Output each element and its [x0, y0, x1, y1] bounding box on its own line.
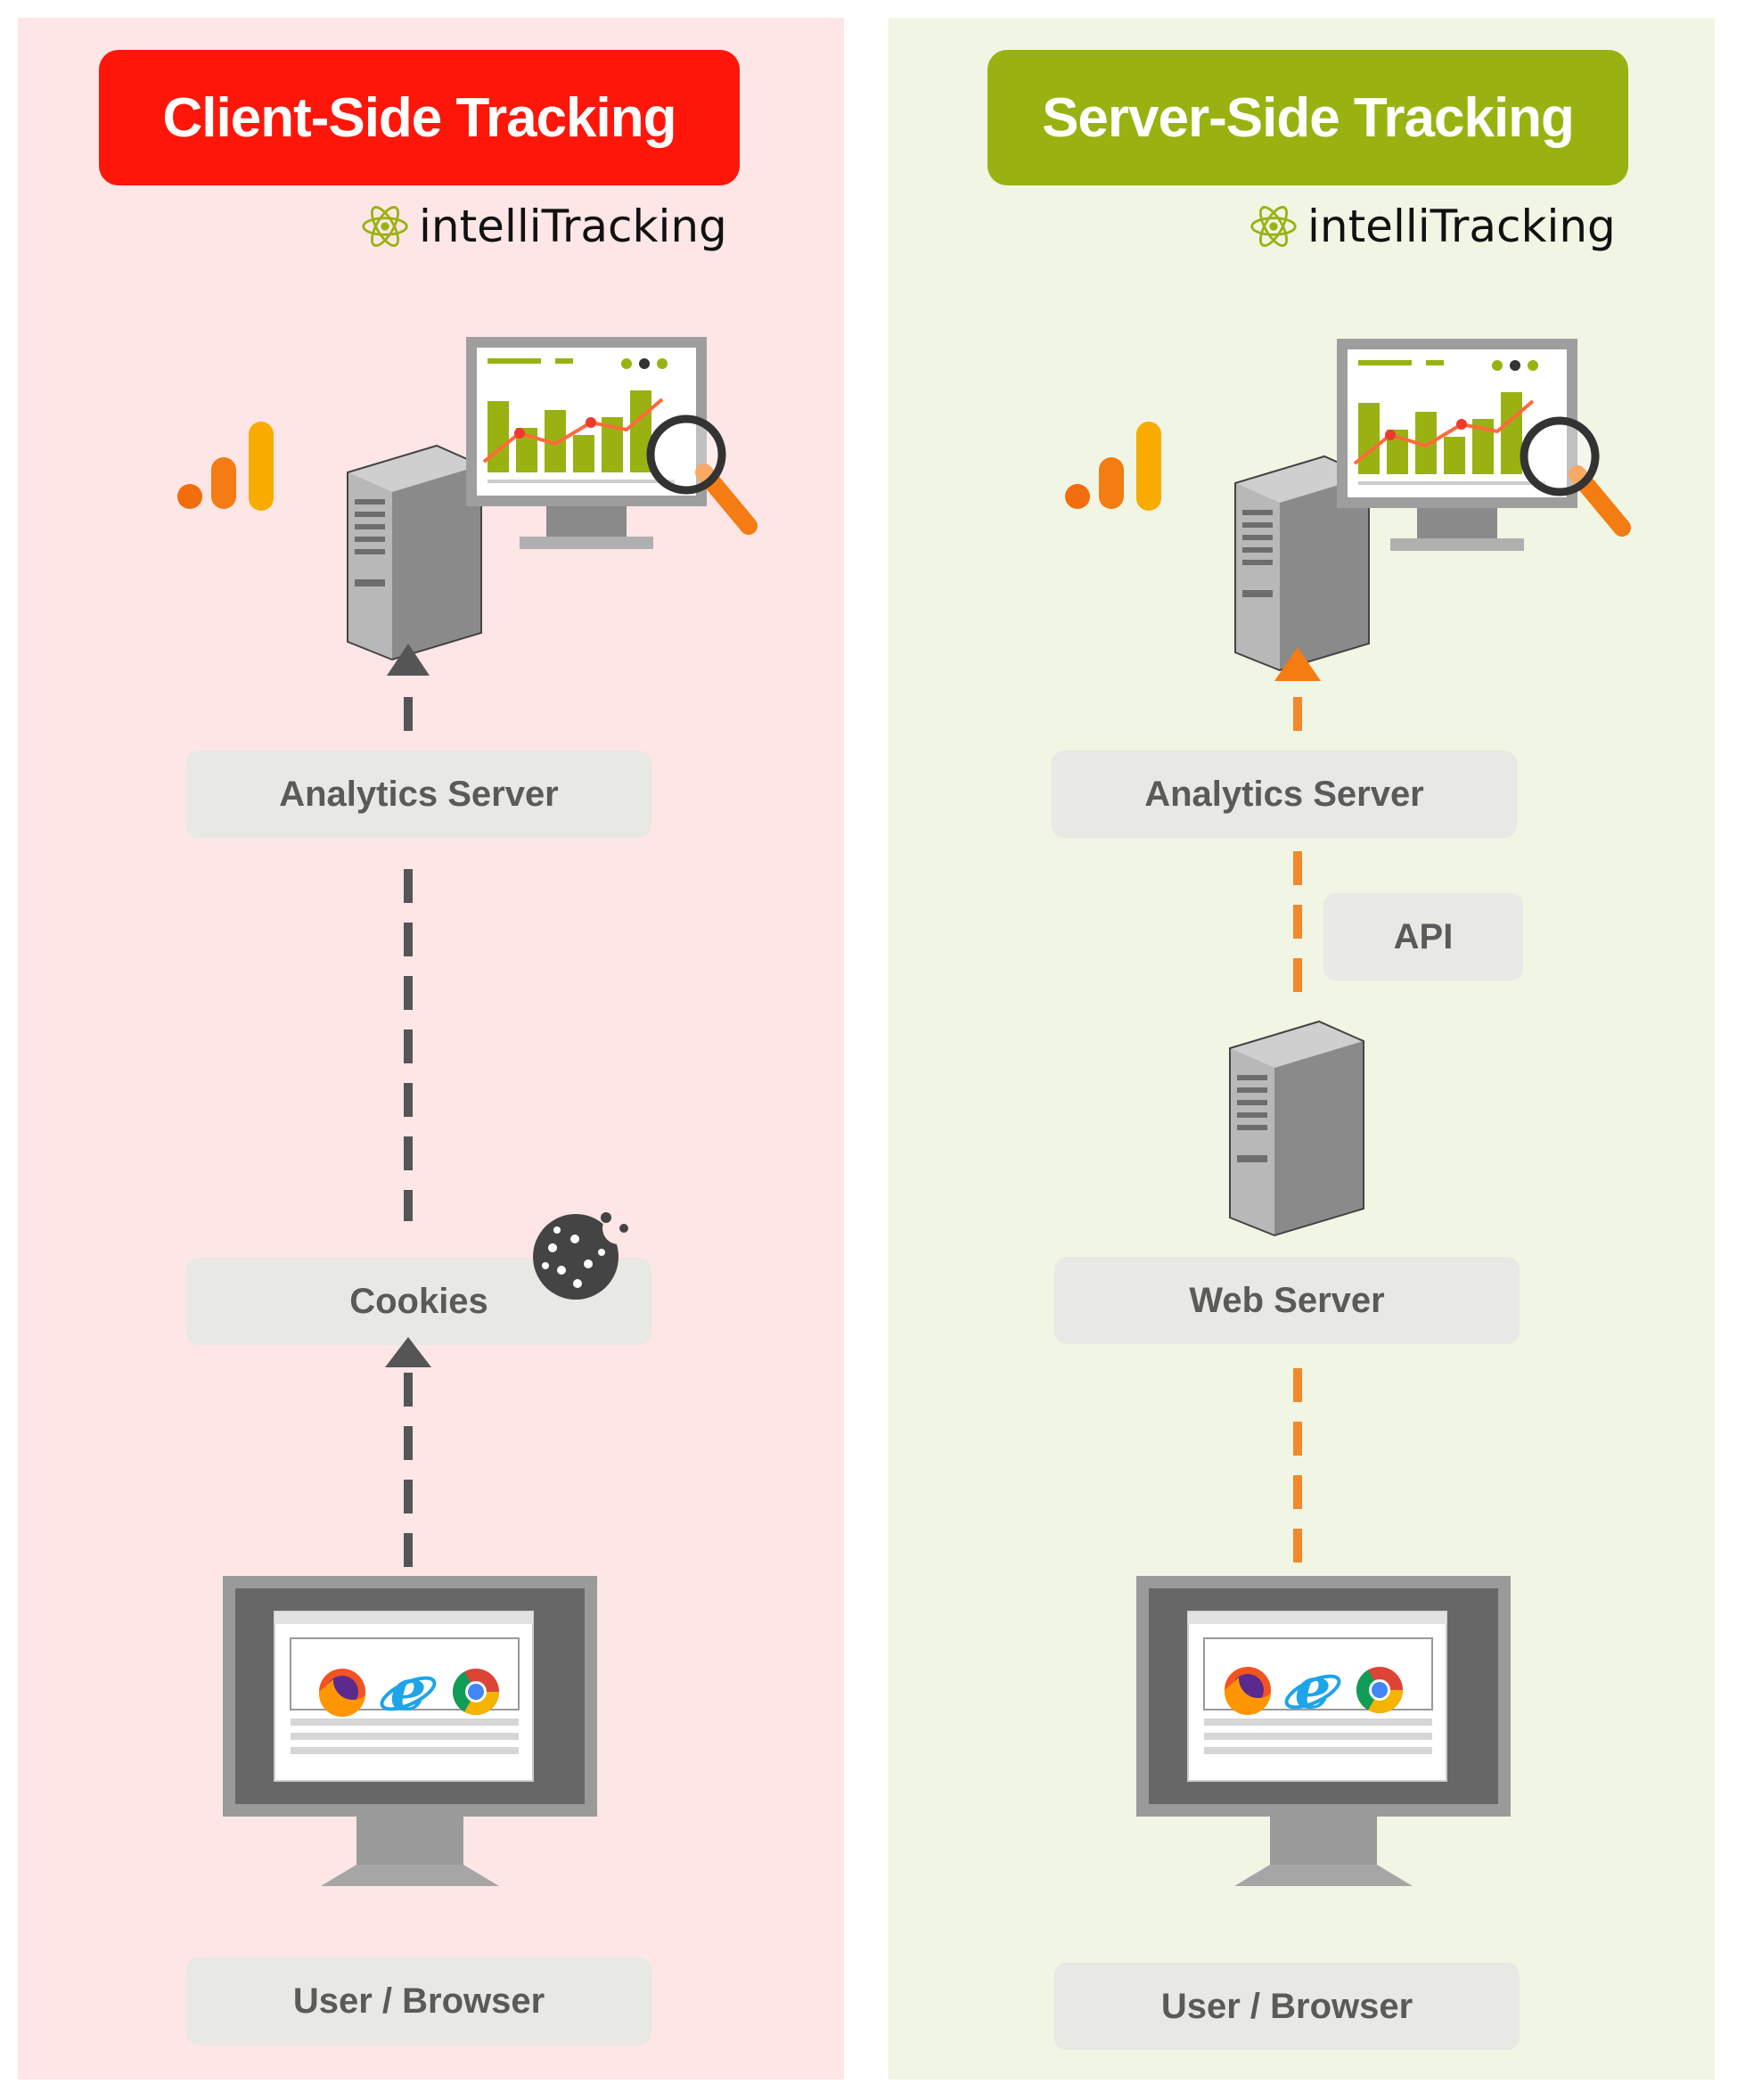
magnifier-icon — [651, 419, 749, 526]
brand-logo: intelliTracking — [1249, 201, 1616, 252]
atom-icon — [1250, 206, 1297, 247]
analytics-server-label: Analytics Server — [1052, 751, 1517, 838]
browser-monitor-icon — [222, 1575, 598, 1887]
brand-name: intelliTracking — [1307, 201, 1616, 252]
analytics-logo-icon — [1065, 422, 1161, 511]
api-label: API — [1323, 893, 1523, 980]
analytics-logo-icon — [177, 422, 274, 511]
browser-monitor-icon — [1135, 1575, 1512, 1887]
chrome-icon — [453, 1669, 499, 1715]
firefox-icon — [1224, 1667, 1271, 1716]
server-side-title: Server-Side Tracking — [987, 50, 1628, 185]
brand-logo: intelliTracking — [360, 201, 727, 252]
cookies-label: Cookies — [186, 1258, 651, 1345]
server-icon — [347, 445, 482, 660]
chrome-icon — [1356, 1667, 1403, 1713]
web-server-label: Web Server — [1054, 1257, 1520, 1344]
atom-icon — [362, 206, 408, 247]
client-side-title: Client-Side Tracking — [99, 50, 740, 185]
cookie-icon — [533, 1212, 635, 1300]
server-icon — [1229, 1021, 1364, 1236]
firefox-icon — [318, 1669, 365, 1718]
magnifier-icon — [1524, 421, 1622, 528]
user-browser-label: User / Browser — [1054, 1963, 1520, 2050]
brand-name: intelliTracking — [419, 201, 727, 252]
analytics-server-label: Analytics Server — [186, 751, 651, 838]
user-browser-label: User / Browser — [186, 1957, 651, 2045]
